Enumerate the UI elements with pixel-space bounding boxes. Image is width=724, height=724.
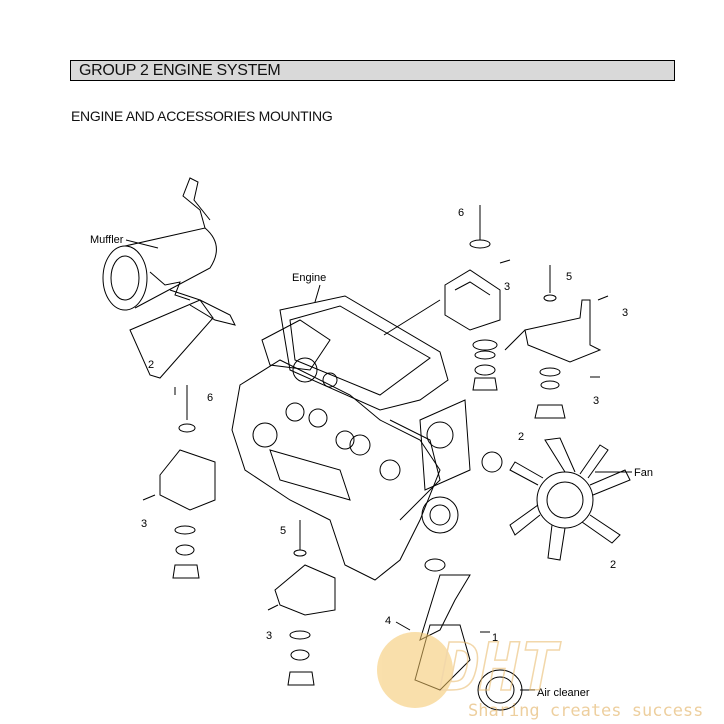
callout-3-right-lower: 3 bbox=[593, 395, 599, 407]
callout-1-air: 1 bbox=[492, 632, 498, 644]
callout-5-bottom: 5 bbox=[280, 525, 286, 537]
dht-watermark: DHT Sharing creates success bbox=[377, 628, 703, 721]
muffler-label: Muffler bbox=[90, 234, 124, 246]
callout-3-left: 3 bbox=[141, 518, 147, 530]
callout-5-right: 5 bbox=[566, 271, 572, 283]
callout-3-top: 3 bbox=[504, 281, 510, 293]
engine-block-drawing bbox=[231, 295, 471, 581]
watermark-tagline: Sharing creates success bbox=[468, 701, 703, 721]
air-cleaner-label: Air cleaner bbox=[537, 687, 590, 699]
left-mount-bracket-drawing bbox=[142, 385, 216, 579]
section-title: ENGINE AND ACCESSORIES MOUNTING bbox=[71, 108, 333, 124]
right-mount-bracket-drawing bbox=[524, 265, 609, 419]
callout-6-left: 6 bbox=[207, 392, 213, 404]
watermark-sun-icon bbox=[377, 632, 453, 708]
callout-2-fan: 2 bbox=[610, 559, 616, 571]
group-header: GROUP 2 ENGINE SYSTEM bbox=[70, 60, 675, 81]
watermark-logo: DHT bbox=[439, 629, 561, 706]
callout-2-muffler: 2 bbox=[148, 359, 154, 371]
callout-4-intake: 4 bbox=[385, 615, 391, 627]
rear-mount-bracket-drawing bbox=[444, 205, 511, 391]
callout-2-hub: 2 bbox=[518, 431, 524, 443]
muffler-drawing bbox=[102, 177, 236, 379]
fan-label: Fan bbox=[634, 467, 653, 479]
group-title: GROUP 2 ENGINE SYSTEM bbox=[79, 62, 281, 79]
fan-drawing bbox=[481, 437, 632, 561]
callout-6-top: 6 bbox=[458, 207, 464, 219]
front-mount-bracket-drawing bbox=[267, 520, 336, 686]
callout-3-right: 3 bbox=[622, 307, 628, 319]
engine-label: Engine bbox=[292, 272, 326, 284]
callout-3-bottom: 3 bbox=[266, 630, 272, 642]
